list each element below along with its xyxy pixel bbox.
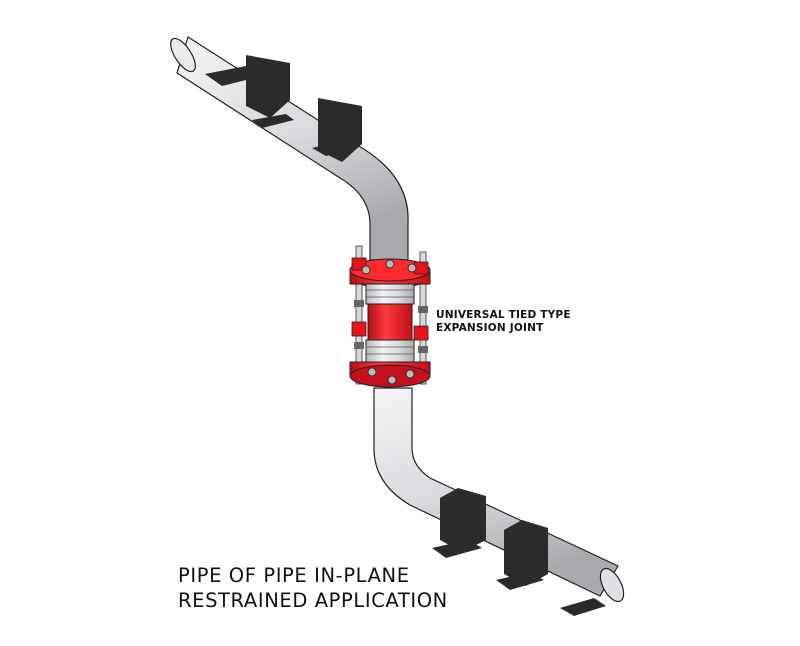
diagram-caption: PIPE OF PIPE IN-PLANE RESTRAINED APPLICA…: [178, 563, 448, 613]
callout-line-2: EXPANSION JOINT: [436, 322, 544, 334]
lower-pipe-run: [373, 387, 625, 603]
caption-line-2: RESTRAINED APPLICATION: [178, 589, 448, 612]
pipe-support-clamp-2: [312, 98, 362, 162]
caption-line-1: PIPE OF PIPE IN-PLANE: [178, 564, 410, 587]
upper-pipe-run: [170, 36, 409, 261]
expansion-joint-label: UNIVERSAL TIED TYPE EXPANSION JOINT: [436, 309, 571, 335]
callout-line-1: UNIVERSAL TIED TYPE: [436, 309, 571, 321]
pipe-support-clamp-4: [496, 520, 606, 616]
pipe-support-clamp-1: [205, 55, 294, 128]
pipe-support-clamp-3: [432, 488, 486, 558]
expansion-joint: [349, 245, 431, 388]
